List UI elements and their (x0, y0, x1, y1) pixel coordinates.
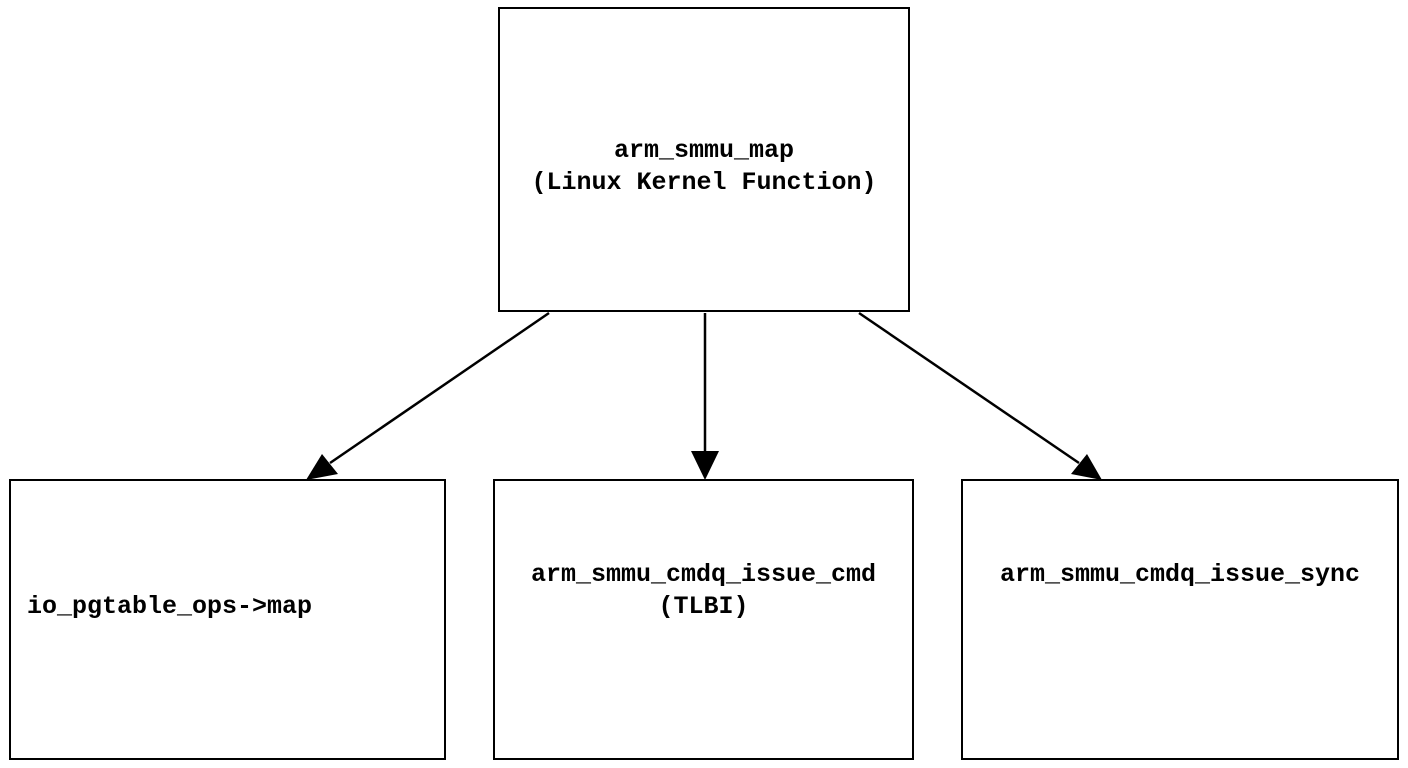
edge-root-to-left-arrowhead (306, 454, 338, 480)
edge-root-to-left (306, 311, 550, 480)
node-arm-smmu-map-subtitle: (Linux Kernel Function) (531, 168, 877, 197)
edge-root-to-right-arrowhead (1071, 454, 1102, 480)
node-arm-smmu-cmdq-issue-cmd-label: arm_smmu_cmdq_issue_cmd (TLBI) (495, 559, 912, 623)
edge-root-to-middle-arrowhead (691, 451, 719, 480)
node-io-pgtable-ops-map: io_pgtable_ops->map (9, 479, 446, 760)
node-arm-smmu-cmdq-issue-cmd-subtitle: (TLBI) (658, 592, 749, 621)
node-arm-smmu-cmdq-issue-cmd-title: arm_smmu_cmdq_issue_cmd (530, 560, 877, 589)
node-arm-smmu-map-title: arm_smmu_map (613, 136, 795, 165)
node-arm-smmu-map-label: arm_smmu_map (Linux Kernel Function) (500, 135, 908, 199)
edge-root-to-right (858, 311, 1102, 480)
edge-root-to-middle (691, 313, 719, 480)
node-io-pgtable-ops-map-title: io_pgtable_ops->map (27, 592, 313, 621)
node-arm-smmu-cmdq-issue-sync-title: arm_smmu_cmdq_issue_sync (999, 560, 1361, 589)
node-arm-smmu-cmdq-issue-cmd: arm_smmu_cmdq_issue_cmd (TLBI) (493, 479, 914, 760)
node-arm-smmu-map: arm_smmu_map (Linux Kernel Function) (498, 7, 910, 312)
node-arm-smmu-cmdq-issue-sync: arm_smmu_cmdq_issue_sync (961, 479, 1399, 760)
